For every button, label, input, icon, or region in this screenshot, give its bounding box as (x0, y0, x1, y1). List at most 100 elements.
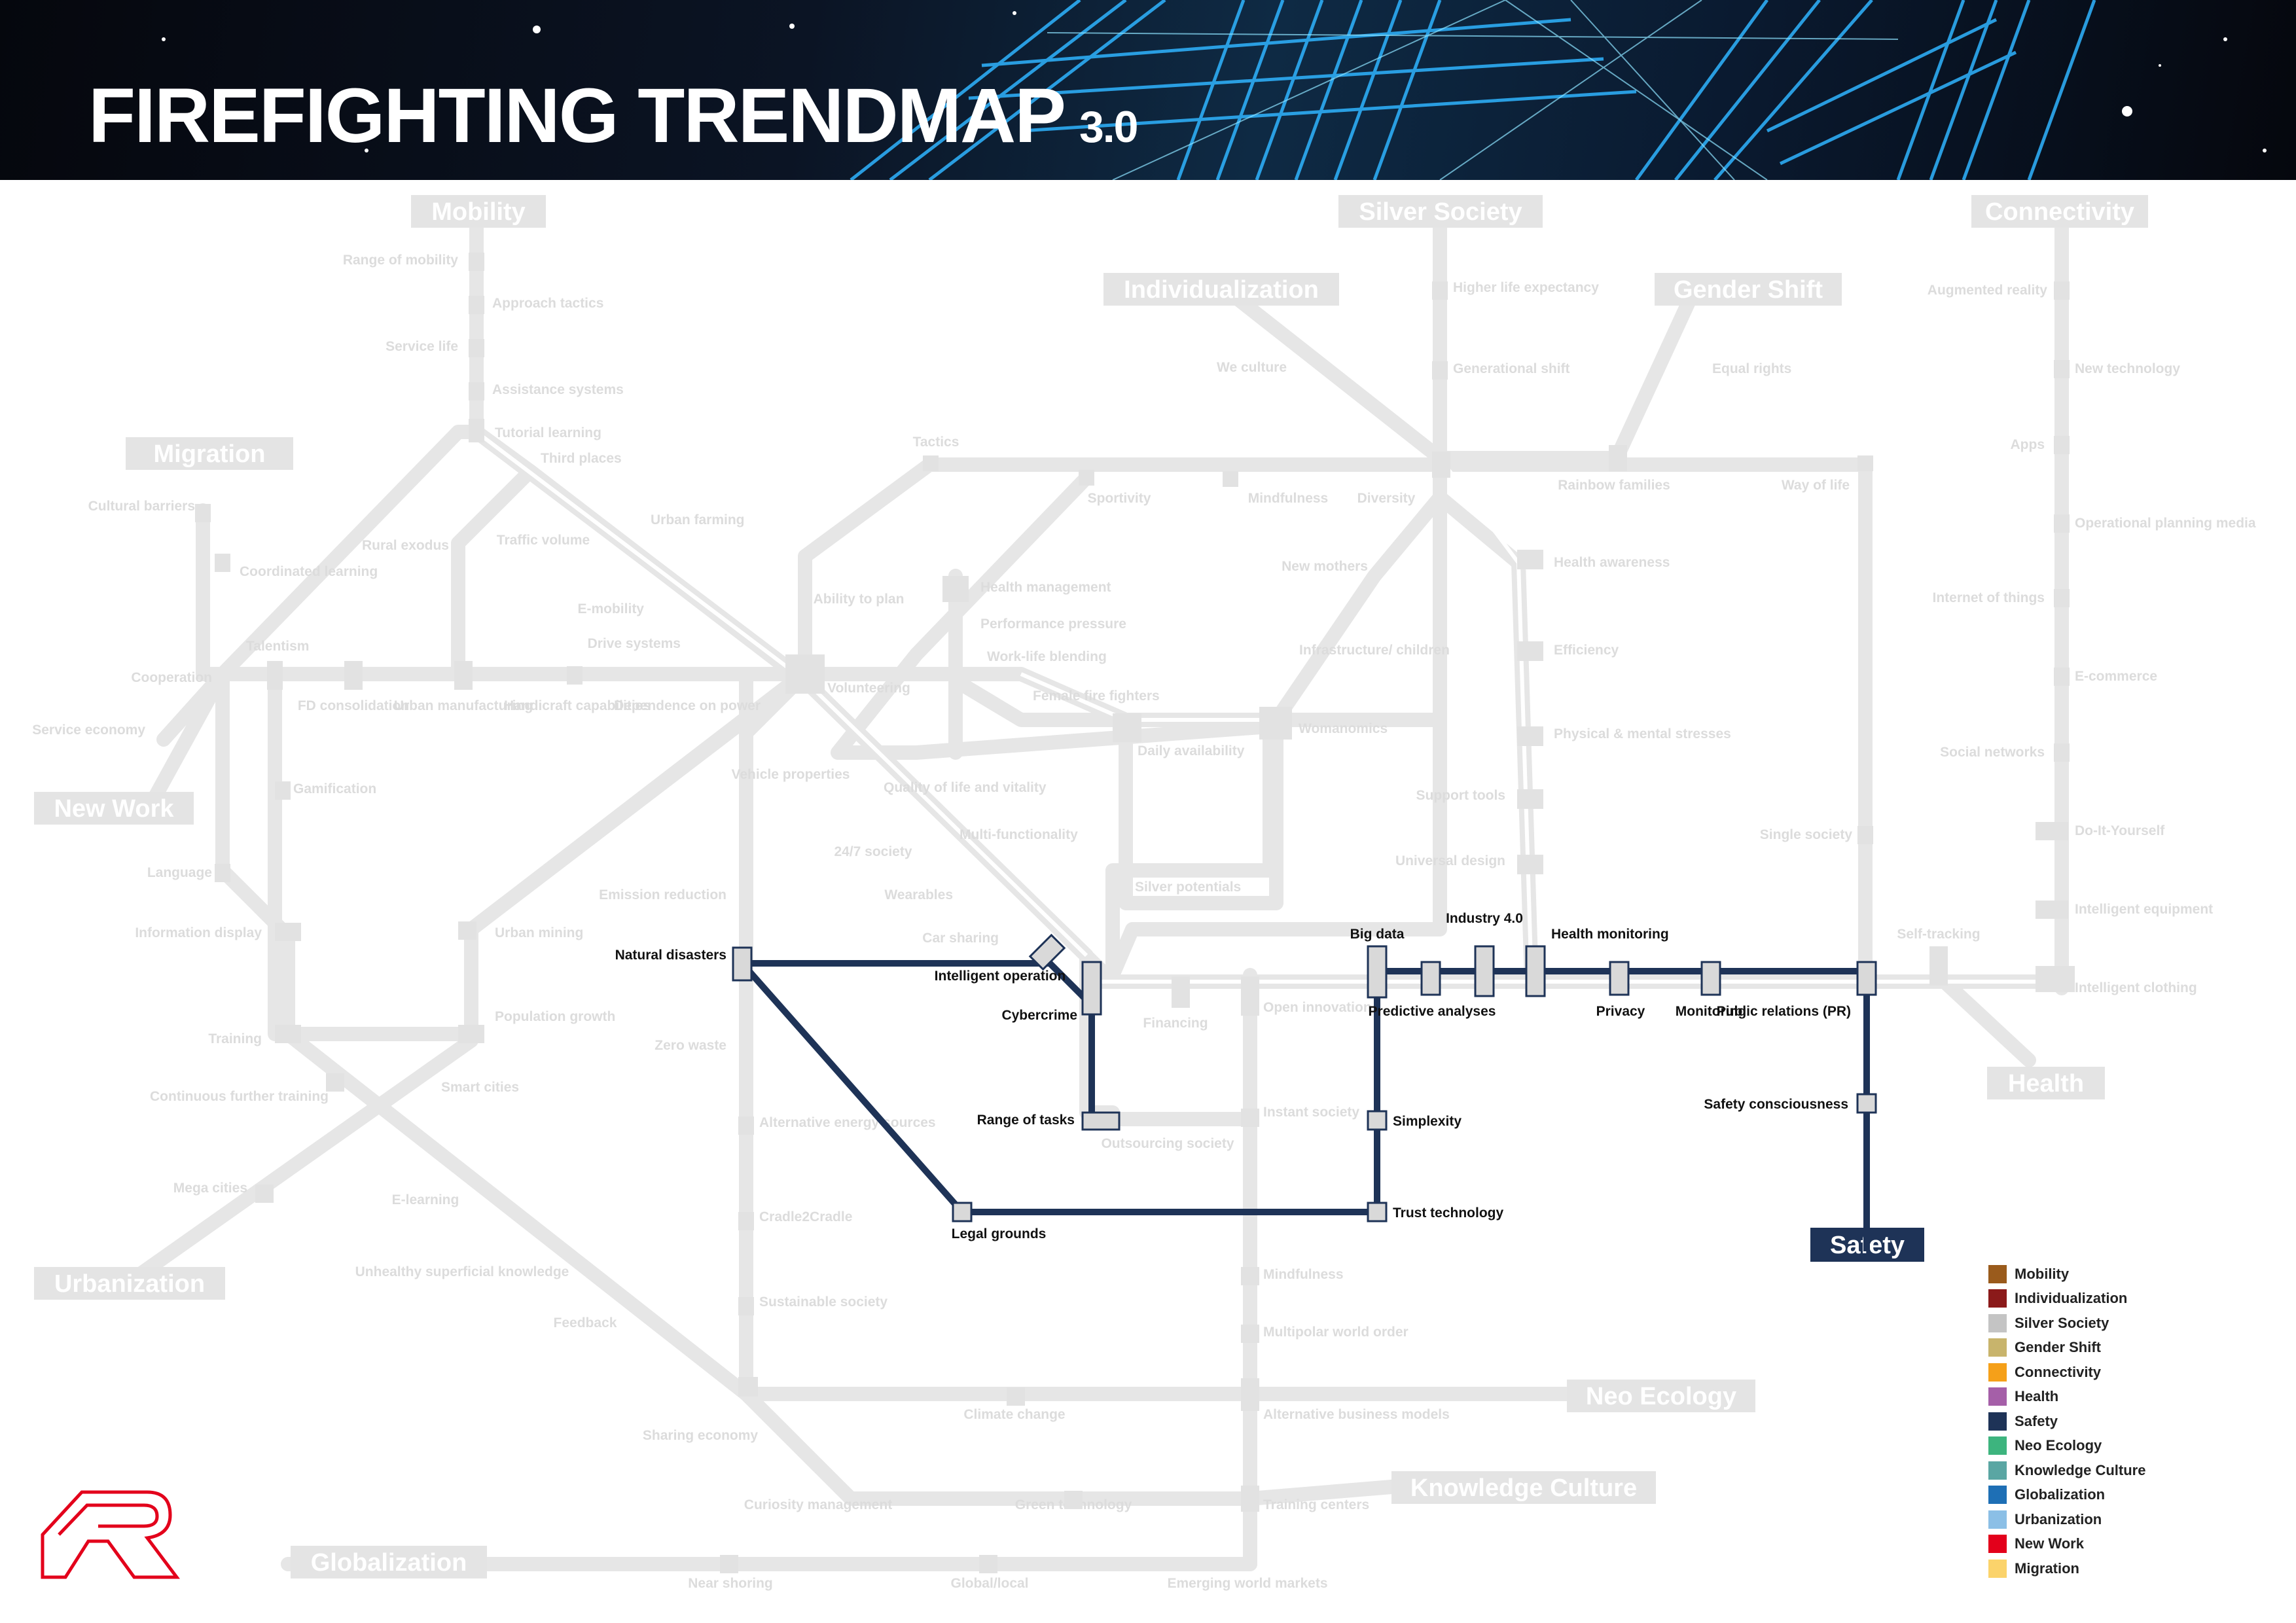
trend-label: Sharing economy (643, 1428, 759, 1443)
trend-label: Gamification (293, 781, 376, 796)
legend-swatch (1988, 1486, 2007, 1505)
legend-item: Health (1988, 1385, 2145, 1410)
rosenbauer-logo (41, 1490, 180, 1579)
legend-label: Neo Ecology (2015, 1437, 2102, 1454)
legend-item: Migration (1988, 1556, 2145, 1581)
trend-label: Tutorial learning (495, 425, 601, 440)
legend-item: Neo Ecology (1988, 1434, 2145, 1459)
station-natural-disasters[interactable] (732, 946, 753, 982)
trend-label: Rainbow families (1558, 478, 1670, 493)
station-health-monitoring[interactable] (1525, 945, 1546, 997)
legend-label: Gender Shift (2015, 1339, 2102, 1356)
label-trust-technology: Trust technology (1393, 1205, 1504, 1221)
megatrend-neo-ecology: Neo Ecology (1586, 1383, 1736, 1410)
label-cybercrime: Cybercrime (1001, 1008, 1077, 1023)
trend-label: Efficiency (1554, 643, 1619, 658)
label-big-data: Big data (1350, 927, 1405, 942)
trend-label: Work-life blending (987, 649, 1107, 664)
station-cybercrime[interactable] (1081, 961, 1102, 1016)
trend-label: Diversity (1357, 491, 1416, 506)
trend-label: Apps (2011, 437, 2045, 452)
legend-swatch (1988, 1313, 2007, 1332)
label-safety-consciousness: Safety consciousness (1704, 1097, 1848, 1112)
trend-label: Mindfulness (1248, 491, 1329, 506)
station-privacy[interactable] (1609, 961, 1630, 996)
trend-label: Information display (135, 925, 262, 940)
station-big-data[interactable] (1367, 945, 1388, 999)
station-intelligent-operation[interactable] (1028, 933, 1066, 971)
legend-item: Silver Society (1988, 1311, 2145, 1336)
legend-swatch (1988, 1264, 2007, 1283)
trend-label: Generational shift (1453, 361, 1570, 376)
legend-label: Silver Society (2015, 1314, 2109, 1331)
trend-label: Financing (1143, 1016, 1208, 1031)
trend-label: Outsourcing society (1101, 1136, 1234, 1151)
trend-label: Smart cities (441, 1080, 519, 1095)
trend-label: Health awareness (1554, 555, 1670, 570)
trend-label: Dependence on power (614, 698, 761, 713)
legend-swatch (1988, 1461, 2007, 1480)
trend-label: Sustainable society (759, 1294, 888, 1310)
label-monitoring: Monitoring (1676, 1004, 1746, 1019)
trend-label: Way of life (1782, 478, 1850, 493)
legend-swatch (1988, 1412, 2007, 1431)
trend-label: Range of mobility (343, 253, 458, 268)
megatrend-boxes: Mobility Silver Society Connectivity Ind… (34, 195, 2148, 1578)
trend-label: Training (208, 1031, 262, 1046)
trend-label: Performance pressure (980, 616, 1126, 632)
trend-label: Mindfulness (1263, 1267, 1344, 1282)
trend-label: Cradle2Cradle (759, 1209, 852, 1224)
station-simplexity[interactable] (1367, 1110, 1388, 1131)
trend-label: Ability to plan (814, 592, 905, 607)
legend-label: Migration (2015, 1560, 2079, 1577)
megatrend-urbanization: Urbanization (54, 1270, 205, 1298)
trend-label: New technology (2075, 361, 2180, 376)
station-range-of-tasks[interactable] (1081, 1111, 1121, 1131)
station-monitoring[interactable] (1700, 961, 1721, 996)
trend-label: 24/7 society (834, 844, 912, 859)
station-safety-consciousness[interactable] (1856, 1093, 1877, 1114)
trend-label: Volunteering (827, 681, 910, 696)
trend-label: Third places (541, 451, 622, 466)
legend-swatch (1988, 1559, 2007, 1578)
station-predictive-analyses[interactable] (1420, 961, 1441, 996)
trend-label: Female fire fighters (1033, 688, 1160, 704)
station-legal-grounds[interactable] (952, 1202, 973, 1222)
trend-label: New mothers (1282, 559, 1368, 574)
station-public-relations[interactable] (1856, 961, 1877, 996)
safety-line: Natural disasters Intelligent operation … (615, 911, 1877, 1251)
legend-item: Safety (1988, 1409, 2145, 1434)
trend-label: Equal rights (1712, 361, 1791, 376)
trend-label: Self-tracking (1897, 927, 1980, 942)
trend-label: Social networks (1940, 745, 2045, 760)
station-industry-4[interactable] (1474, 945, 1495, 997)
label-industry-4: Industry 4.0 (1446, 911, 1523, 926)
label-legal-grounds: Legal grounds (952, 1226, 1047, 1241)
trend-label: Traffic volume (497, 533, 590, 548)
trend-label: E-learning (392, 1192, 459, 1207)
megatrend-migration: Migration (154, 440, 266, 468)
legend-item: New Work (1988, 1532, 2145, 1557)
trend-label: Cultural barriers (88, 499, 195, 514)
trend-label: Do-It-Yourself (2075, 823, 2165, 838)
trend-label: E-commerce (2075, 669, 2157, 684)
trend-label: Internet of things (1933, 590, 2045, 605)
trend-label: Silver potentials (1135, 880, 1241, 895)
label-health-monitoring: Health monitoring (1551, 927, 1669, 942)
megatrend-gender-shift: Gender Shift (1674, 276, 1823, 304)
trend-label: Alternative business models (1263, 1407, 1450, 1422)
title-text: FIREFIGHTING TRENDMAP (88, 73, 1066, 159)
trend-label: Global/local (950, 1576, 1028, 1591)
trend-label: Quality of life and vitality (884, 780, 1047, 795)
trend-label: Womanomics (1299, 721, 1388, 736)
legend-swatch (1988, 1363, 2007, 1382)
trend-label: Service life (386, 339, 458, 354)
trend-label: Tactics (913, 435, 960, 450)
trend-label: Unhealthy superficial knowledge (355, 1264, 569, 1279)
trend-label: Emission reduction (599, 887, 726, 902)
legend-label: Health (2015, 1388, 2059, 1405)
station-trust-technology[interactable] (1367, 1202, 1388, 1222)
trend-label: Approach tactics (492, 296, 603, 311)
trend-label: Sportivity (1088, 491, 1151, 506)
legend-label: Individualization (2015, 1290, 2128, 1307)
